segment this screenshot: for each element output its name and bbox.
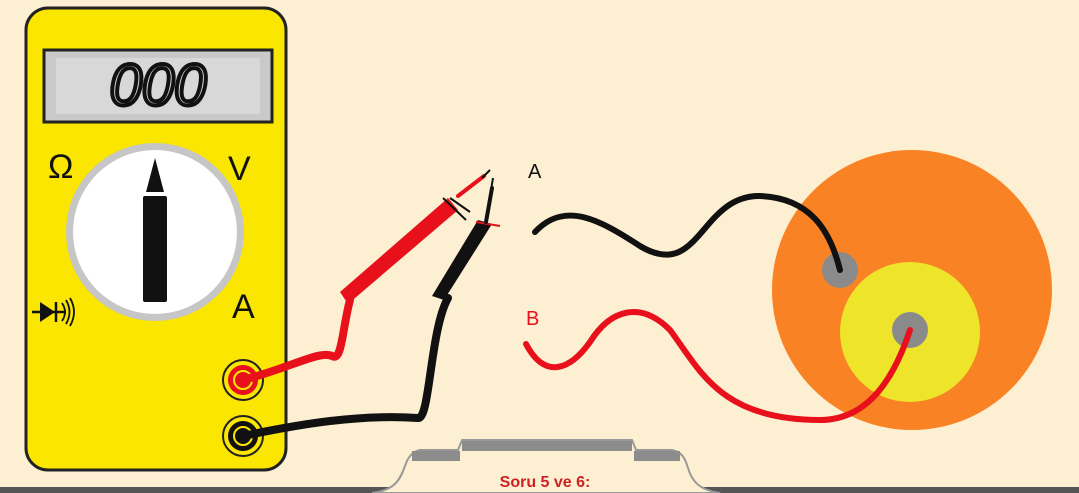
footer-tab-title: Soru 5 ve 6: <box>499 474 591 491</box>
diode-sound-icon <box>32 297 75 327</box>
footer-tab <box>371 439 721 493</box>
tab-edge-left <box>412 451 460 461</box>
wire-a-label: A <box>528 161 542 183</box>
red-probe-cable <box>239 296 354 384</box>
multimeter: 000 Ω V A <box>24 6 288 472</box>
wire-b <box>523 309 913 424</box>
dial-knob <box>143 196 167 302</box>
display-value: 000 <box>110 53 207 118</box>
black-probe-cable <box>239 294 452 440</box>
amp-label: A <box>232 288 255 326</box>
ohm-label: Ω <box>48 148 73 186</box>
wire-b-label: B <box>526 308 539 330</box>
red-probe[interactable] <box>340 169 491 304</box>
tab-edge-right <box>634 451 680 461</box>
tab-edge-top <box>462 441 632 451</box>
battery <box>772 150 1052 430</box>
dial-pointer-icon <box>146 158 164 192</box>
black-probe[interactable] <box>432 177 501 300</box>
display-screen <box>56 58 260 114</box>
volt-label: V <box>228 150 251 188</box>
rotary-selector-dial[interactable] <box>66 143 244 321</box>
wire-a <box>532 192 843 273</box>
